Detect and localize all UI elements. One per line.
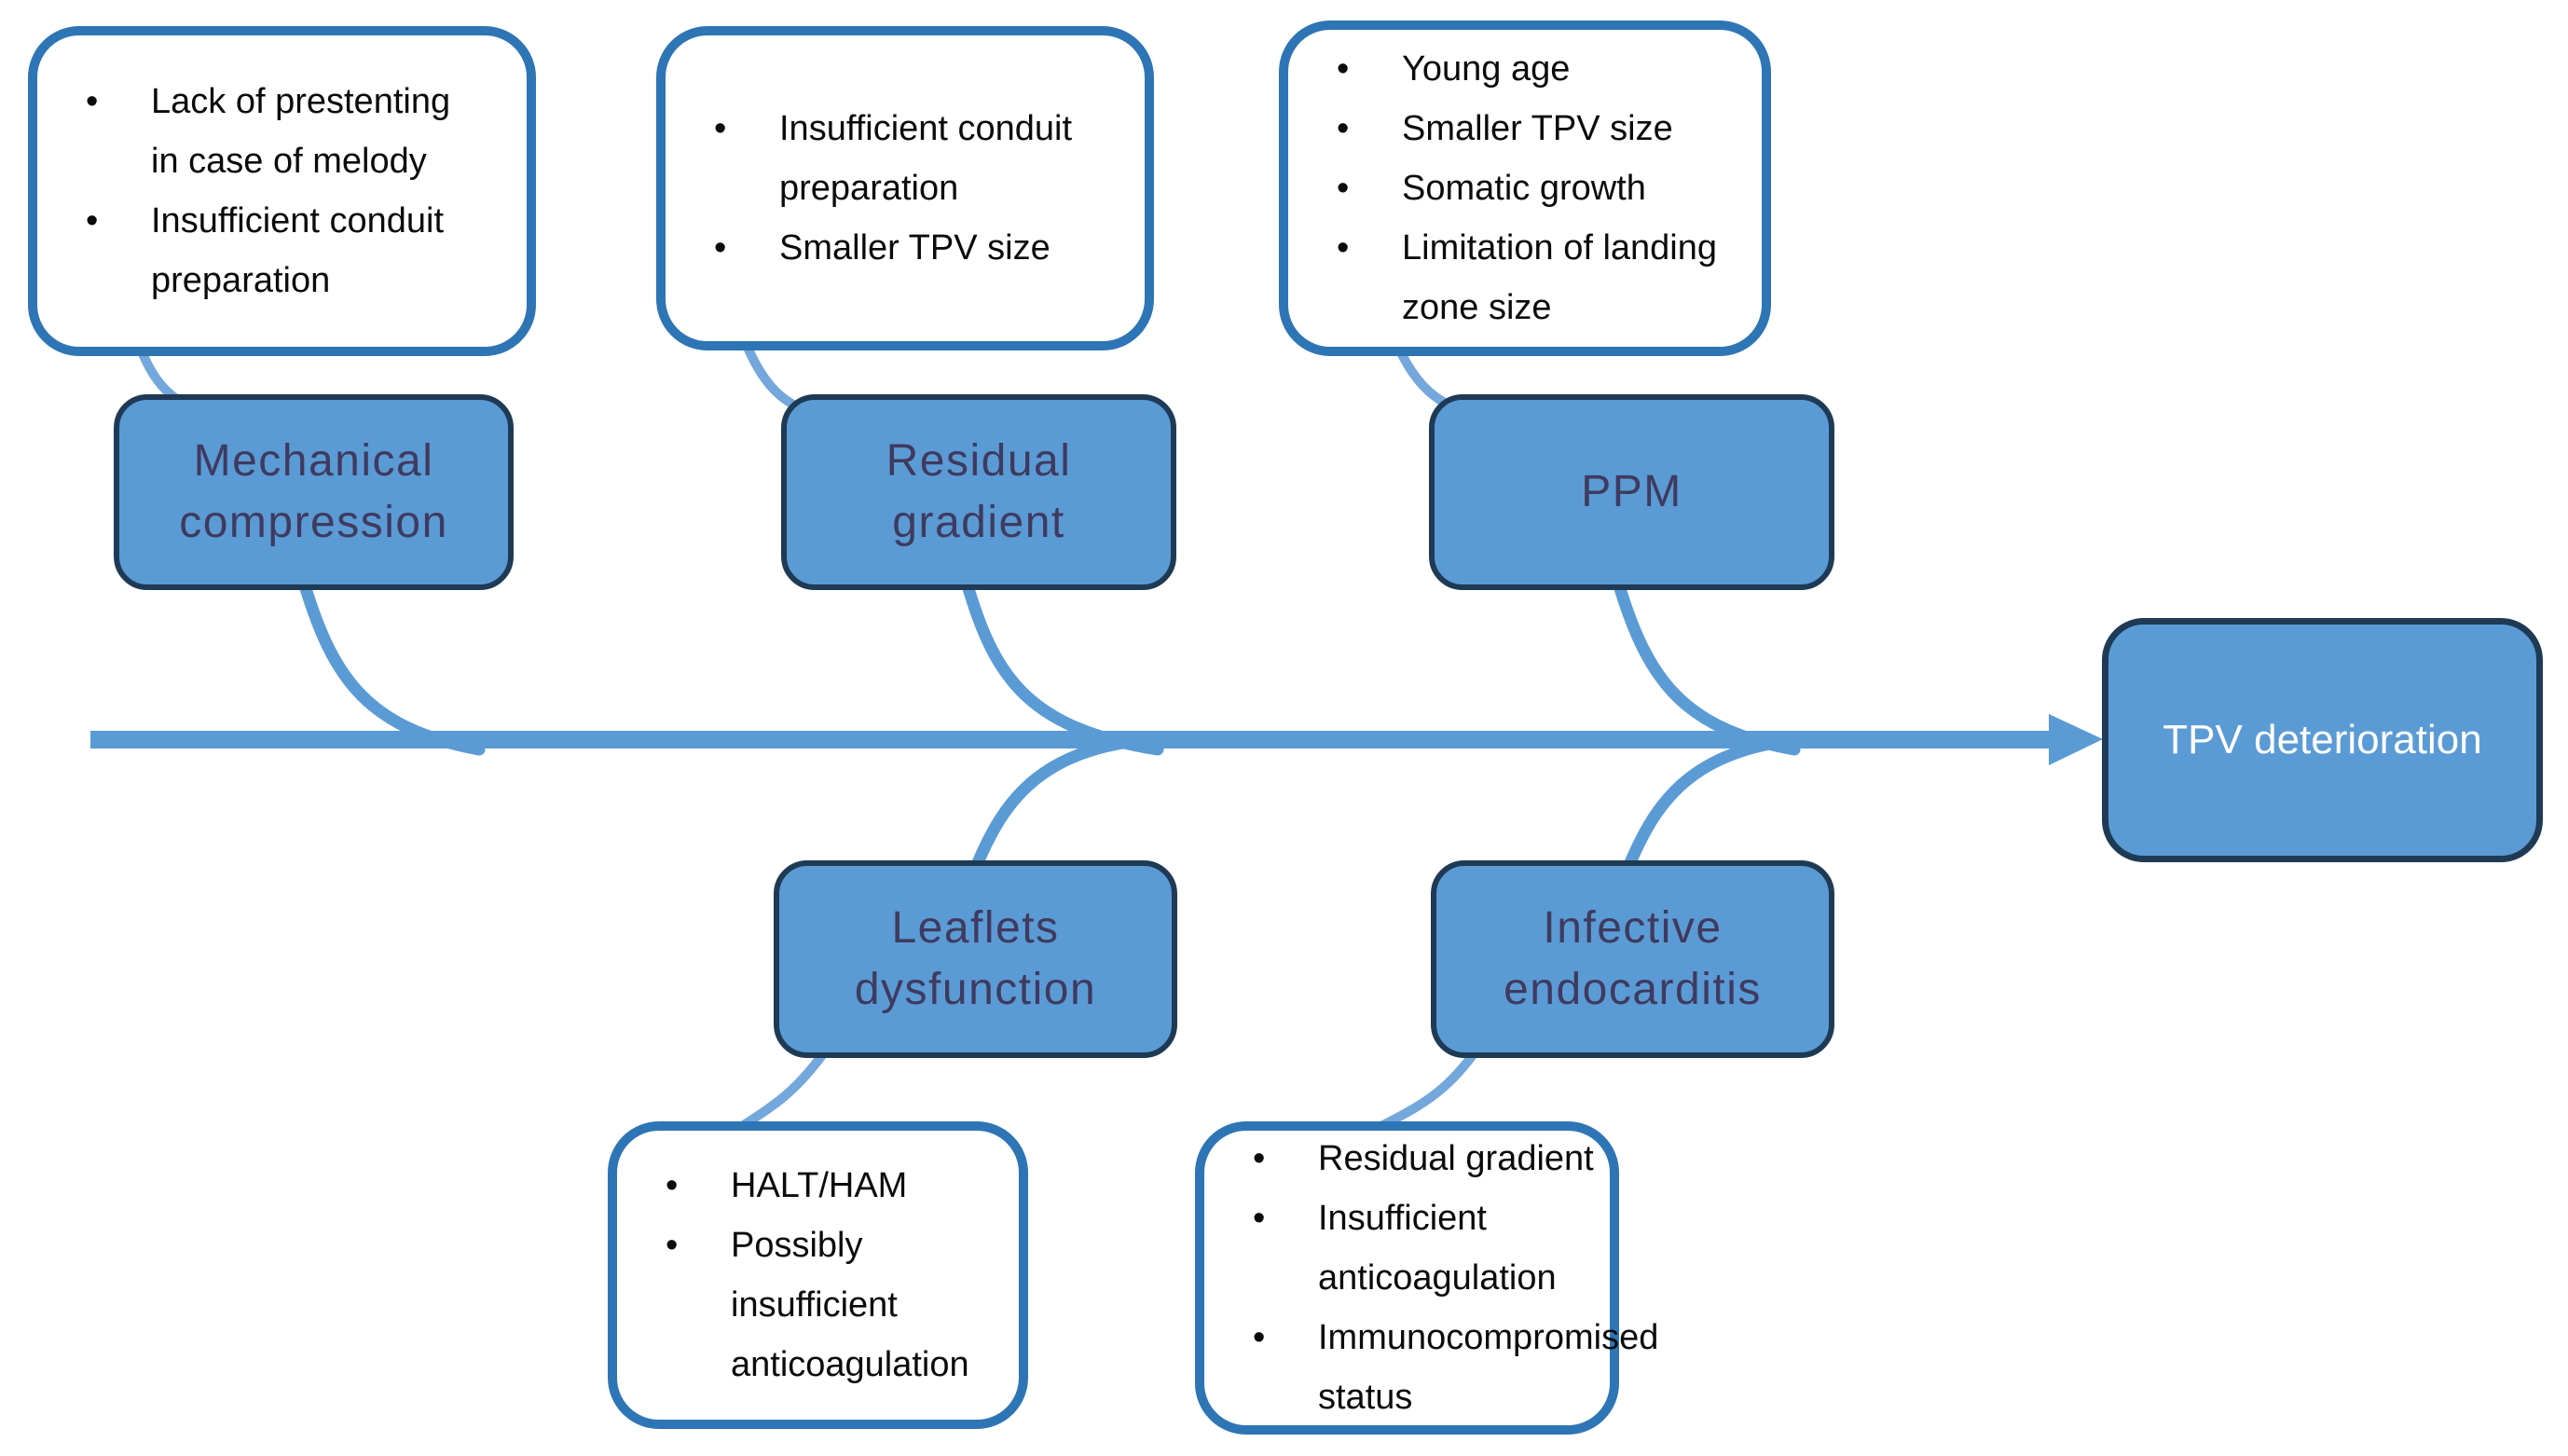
cause-box-residual-gradient: Insufficient conduit preparation Smaller…: [656, 26, 1154, 350]
cause-item: Smaller TPV size: [686, 218, 1135, 278]
cause-list: Insufficient conduit preparation Smaller…: [686, 99, 1135, 278]
cause-item: Insufficient conduit preparation: [686, 99, 1135, 218]
cause-item: Residual gradient: [1225, 1129, 1600, 1188]
cause-list: Residual gradient Insufficient anticoagu…: [1225, 1129, 1658, 1427]
result-label: TPV deterioration: [2163, 717, 2482, 762]
category-box-ppm: PPM: [1429, 394, 1834, 590]
cause-list: HALT/HAM Possibly insufficient anticoagu…: [638, 1156, 1009, 1394]
category-label: PPM: [1581, 467, 1682, 516]
category-box-leaflets-dysfunction: Leaflets dysfunction: [774, 860, 1177, 1058]
rib-residual: [961, 579, 1164, 756]
cause-box-mechanical-compression: Lack of prestenting in case of melody In…: [28, 26, 536, 356]
cause-list: Young age Smaller TPV size Somatic growt…: [1309, 39, 1752, 337]
spine-arrow-head-icon: [2049, 714, 2103, 765]
cause-box-infective-endocarditis: Residual gradient Insufficient anticoagu…: [1195, 1121, 1658, 1435]
tail-connector-leaflets: [732, 1047, 830, 1134]
category-box-mechanical-compression: Mechanical compression: [114, 394, 514, 590]
rib-leaflets: [970, 732, 1174, 872]
tail-connector-endocarditis: [1366, 1047, 1480, 1136]
spine-arrow-shaft: [90, 731, 2052, 749]
cause-box-ppm: Young age Smaller TPV size Somatic growt…: [1279, 21, 1771, 356]
category-label: Leaflets dysfunction: [854, 903, 1097, 1014]
cause-item: Immunocompromised status: [1225, 1308, 1658, 1427]
result-box-tpv-deterioration: TPV deterioration: [2102, 618, 2543, 862]
category-label: Infective endocarditis: [1504, 903, 1762, 1014]
category-box-infective-endocarditis: Infective endocarditis: [1431, 860, 1834, 1058]
cause-item: Limitation of landing zone size: [1309, 218, 1752, 337]
cause-item: Somatic growth: [1309, 158, 1752, 218]
rib-ppm: [1613, 579, 1801, 756]
cause-box-leaflets-dysfunction: HALT/HAM Possibly insufficient anticoagu…: [608, 1121, 1028, 1429]
cause-item: Young age: [1309, 39, 1752, 99]
cause-list: Lack of prestenting in case of melody In…: [58, 72, 517, 310]
category-label: Mechanical compression: [179, 436, 448, 547]
cause-item: Smaller TPV size: [1309, 99, 1752, 158]
cause-item: Lack of prestenting in case of melody: [58, 72, 517, 191]
cause-item: HALT/HAM: [638, 1156, 1009, 1216]
cause-item: Insufficient anticoagulation: [1225, 1188, 1600, 1308]
category-label: Residual gradient: [886, 436, 1072, 547]
category-box-residual-gradient: Residual gradient: [781, 394, 1176, 590]
rib-mechanical: [298, 579, 486, 756]
cause-item: Possibly insufficient anticoagulation: [638, 1216, 1009, 1394]
rib-endocarditis: [1623, 732, 1826, 872]
cause-item: Insufficient conduit preparation: [58, 191, 517, 310]
